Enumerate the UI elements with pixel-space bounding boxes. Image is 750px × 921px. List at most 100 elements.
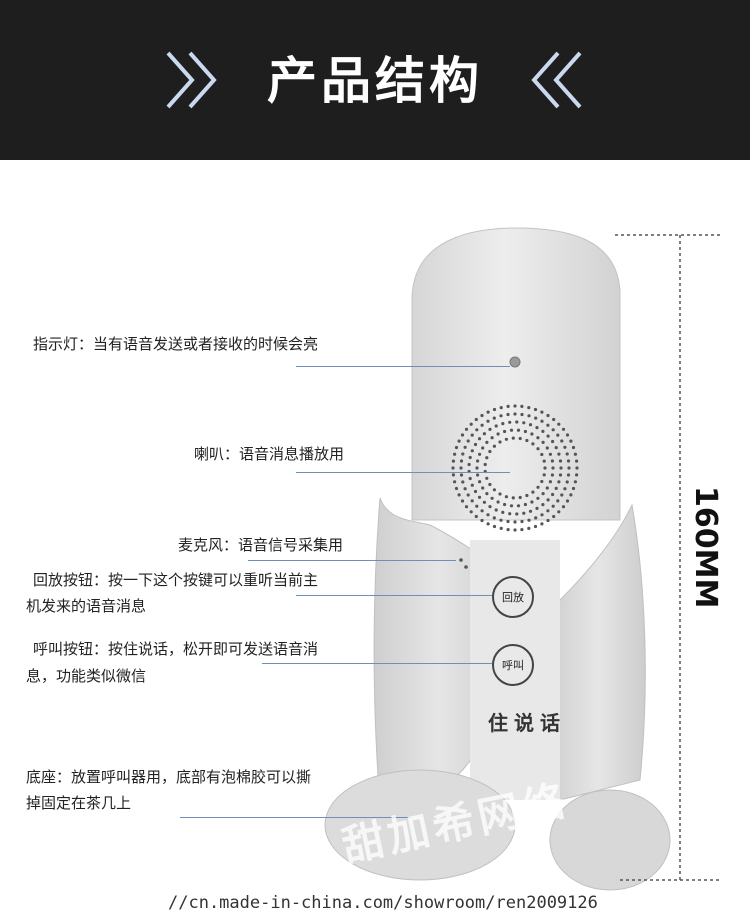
leader-indicator xyxy=(296,366,510,367)
speaker-dot xyxy=(457,493,461,497)
speaker-dot xyxy=(513,528,517,532)
header-banner: 产品结构 xyxy=(0,0,750,160)
speaker-dot xyxy=(482,500,486,504)
speaker-dot xyxy=(569,493,573,497)
speaker-dot xyxy=(506,404,510,408)
speaker-dot xyxy=(548,452,553,456)
speaker-dot xyxy=(533,407,538,412)
speaker-dot xyxy=(468,476,472,481)
speaker-dot xyxy=(520,519,524,524)
replay-button[interactable]: 回放 xyxy=(492,576,534,618)
speaker-dot xyxy=(550,473,555,477)
speaker-dot xyxy=(480,413,484,418)
speaker-dot xyxy=(554,446,558,450)
indicator-light xyxy=(509,356,521,368)
speaker-dot xyxy=(454,486,459,491)
speaker-dot xyxy=(498,492,502,496)
label-base-2: 掉固定在茶几上 xyxy=(26,794,132,812)
speaker-dot xyxy=(499,406,503,410)
speaker-dot xyxy=(480,423,484,427)
speaker-dot xyxy=(492,524,497,529)
speaker-dot xyxy=(477,495,482,499)
speaker-dot xyxy=(540,419,544,423)
speaker-dot xyxy=(478,452,482,456)
call-button[interactable]: 呼叫 xyxy=(492,644,534,686)
speaker-dot xyxy=(552,514,556,519)
speaker-dot xyxy=(488,505,492,509)
speaker-dot xyxy=(469,510,473,514)
speaker-dot xyxy=(520,404,524,408)
speaker-dot xyxy=(567,466,571,470)
speaker-dot xyxy=(561,427,566,431)
device-sticker-text: 住说话 xyxy=(488,711,566,735)
speaker-dot xyxy=(546,413,550,418)
speaker-dot xyxy=(511,436,515,440)
speaker-dot xyxy=(490,496,494,500)
speaker-dot xyxy=(483,462,487,467)
speaker-dot xyxy=(557,422,561,426)
speaker-dot xyxy=(464,505,469,509)
speaker-dot xyxy=(571,445,576,450)
leader-mic xyxy=(248,560,456,561)
speaker-dot xyxy=(535,506,539,510)
speaker-grille xyxy=(451,404,579,532)
speaker-dot xyxy=(488,427,492,431)
speaker-dot xyxy=(545,486,549,490)
speaker-dot xyxy=(513,404,517,408)
speaker-dot xyxy=(470,433,474,437)
speaker-dot xyxy=(560,439,564,443)
speaker-dot xyxy=(536,485,540,489)
speaker-dot xyxy=(551,492,555,497)
speaker-dot xyxy=(541,492,545,496)
speaker-dot xyxy=(557,510,561,514)
speaker-dot xyxy=(530,500,534,504)
leader-call xyxy=(262,663,492,664)
speaker-dot xyxy=(541,440,545,444)
speaker-dot xyxy=(485,476,489,480)
speaker-dot xyxy=(527,526,531,531)
speaker-dot xyxy=(451,473,455,477)
speaker-dot xyxy=(523,429,528,434)
speaker-dot xyxy=(531,442,535,446)
speaker-dot xyxy=(466,439,470,443)
speaker-dot xyxy=(543,466,547,470)
speaker-dot xyxy=(527,406,531,410)
speaker-dot xyxy=(566,473,571,477)
speaker-dot xyxy=(540,513,544,517)
speaker-dot xyxy=(468,455,472,460)
speaker-dot xyxy=(513,520,517,524)
speaker-dot xyxy=(492,416,496,420)
speaker-dot xyxy=(563,445,567,449)
speaker-dot xyxy=(554,486,558,490)
speaker-dot xyxy=(475,466,479,470)
speaker-dot xyxy=(546,509,550,513)
speaker-dot xyxy=(492,516,496,520)
label-indicator: 指示灯：当有语音发送或者接收的时候会亮 xyxy=(33,335,319,353)
speaker-dot xyxy=(513,412,517,416)
speaker-dot xyxy=(506,412,510,417)
speaker-dot xyxy=(473,489,478,494)
speaker-dot xyxy=(516,504,521,508)
speaker-dot xyxy=(515,420,519,424)
speaker-dot xyxy=(575,459,579,463)
speaker-dot xyxy=(499,518,503,522)
speaker-dot xyxy=(496,432,500,436)
speaker-dot xyxy=(503,502,507,507)
speaker-dot xyxy=(563,487,567,491)
speaker-dot xyxy=(503,429,507,434)
speaker-dot xyxy=(482,432,486,436)
speaker-dot xyxy=(566,459,571,463)
speaker-dot xyxy=(541,429,545,433)
speaker-dot xyxy=(551,504,555,508)
speaker-dot xyxy=(485,492,489,496)
speaker-dot xyxy=(557,480,561,484)
speaker-dot xyxy=(469,422,473,426)
speaker-dot xyxy=(530,432,534,436)
speaker-dot xyxy=(485,440,489,444)
speaker-dot xyxy=(481,446,485,450)
speaker-dot xyxy=(488,482,492,487)
label-base-1: 底座：放置呼叫器用，底部有泡棉胶可以撕 xyxy=(26,768,312,786)
speaker-dot xyxy=(498,440,502,444)
speaker-dot xyxy=(546,434,550,438)
speaker-dot xyxy=(501,510,505,514)
